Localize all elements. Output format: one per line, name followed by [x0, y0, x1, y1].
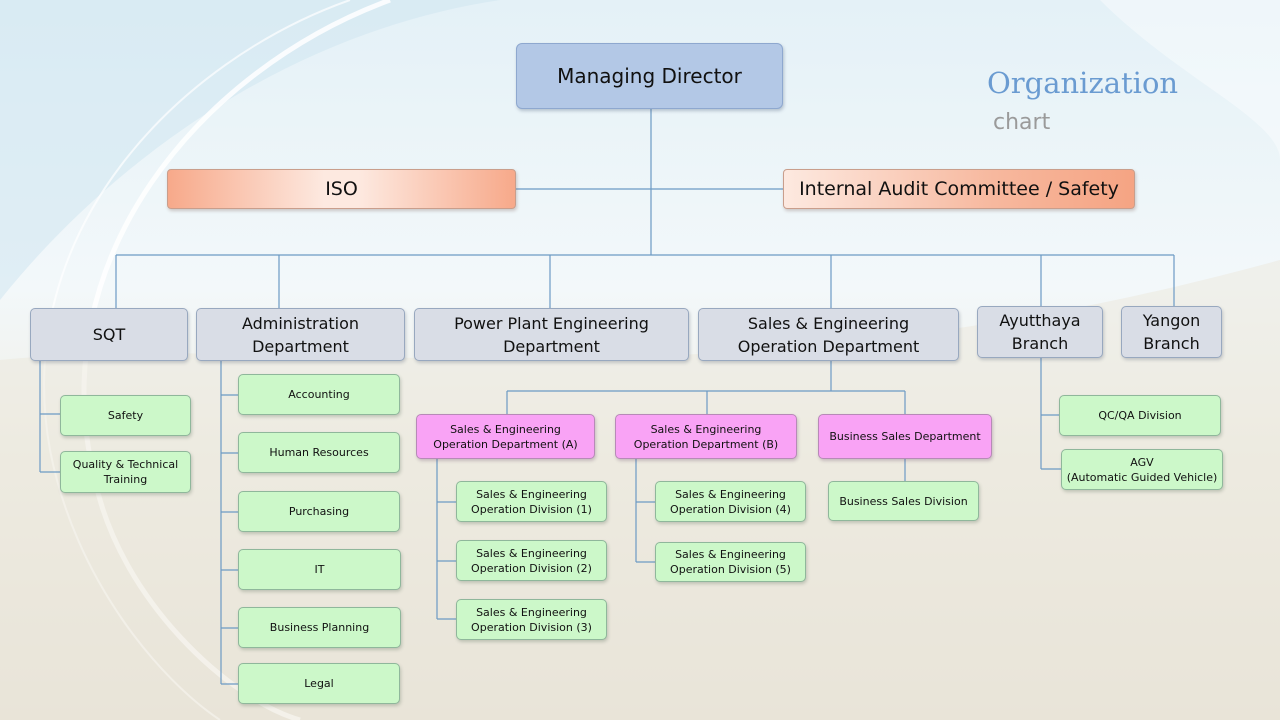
node-label: Department [503, 336, 600, 356]
chart-subtitle: chart [993, 110, 1051, 135]
node-label: Sales & Engineering [675, 487, 786, 501]
department-sqt[interactable]: SQT [30, 308, 188, 361]
node-label: (Automatic Guided Vehicle) [1066, 470, 1218, 484]
unit-human-resources[interactable]: Human Resources [238, 432, 400, 473]
node-label: Training [103, 473, 148, 486]
node-label: Safety [107, 409, 144, 422]
node-label: Business Sales Department [829, 430, 981, 443]
node-label: Department [252, 336, 349, 356]
unit-it[interactable]: IT [238, 549, 401, 590]
subdepartment-business-sales[interactable]: Business Sales Department [818, 414, 992, 459]
unit-accounting[interactable]: Accounting [238, 374, 400, 415]
node-label: Purchasing [288, 505, 350, 518]
node-label: Sales & Engineering [675, 548, 786, 561]
node-label: Operation Division (3) [471, 620, 592, 634]
node-label: Yangon [1142, 311, 1201, 330]
node-label: Business Planning [269, 621, 370, 634]
node-label: QC/QA Division [1098, 409, 1182, 422]
node-label: Sales & Engineering [476, 487, 587, 501]
node-label: Sales & Engineering [747, 313, 910, 333]
node-label: ISO [325, 178, 358, 200]
division-business-sales[interactable]: Business Sales Division [828, 481, 979, 521]
node-label: Sales & Engineering [476, 605, 587, 619]
node-label: Ayutthaya [999, 311, 1081, 330]
unit-safety[interactable]: Safety [60, 395, 191, 436]
node-label: AGV [1130, 455, 1154, 469]
node-label: Internal Audit Committee / Safety [799, 178, 1119, 200]
node-label: Human Resources [269, 446, 369, 459]
chart-title: Organization [987, 66, 1179, 100]
node-label: IT [314, 563, 325, 576]
node-label: Operation Division (2) [471, 561, 592, 575]
internal-audit-box[interactable]: Internal Audit Committee / Safety [783, 169, 1135, 209]
node-label: Operation Division (1) [471, 502, 592, 516]
node-label: Operation Department (A) [433, 437, 578, 451]
node-label: Operation Division (4) [670, 502, 791, 516]
node-label: Operation Division (5) [670, 563, 791, 576]
unit-agv[interactable]: AGV(Automatic Guided Vehicle) [1061, 449, 1223, 490]
node-label: Managing Director [557, 64, 742, 88]
node-label: Quality & Technical [72, 458, 179, 471]
node-label: Branch [1011, 334, 1069, 353]
node-label: Legal [304, 677, 334, 690]
managing-director-box[interactable]: Managing Director [516, 43, 783, 109]
node-label: Accounting [288, 388, 350, 401]
node-label: Business Sales Division [839, 494, 968, 508]
unit-qc-qa[interactable]: QC/QA Division [1059, 395, 1221, 436]
node-label: Operation Department (B) [633, 437, 779, 451]
node-label: Sales & Engineering [476, 546, 587, 560]
node-label: Sales & Engineering [650, 422, 762, 436]
node-label: SQT [92, 325, 126, 344]
node-label: Administration [241, 313, 360, 333]
node-label: Power Plant Engineering [454, 313, 649, 333]
node-label: Sales & Engineering [450, 422, 561, 436]
unit-purchasing[interactable]: Purchasing [238, 491, 400, 532]
unit-legal[interactable]: Legal [238, 663, 400, 704]
node-label: Operation Department [737, 336, 920, 356]
node-label: Branch [1143, 334, 1200, 353]
unit-business-planning[interactable]: Business Planning [238, 607, 401, 648]
iso-box[interactable]: ISO [167, 169, 516, 209]
